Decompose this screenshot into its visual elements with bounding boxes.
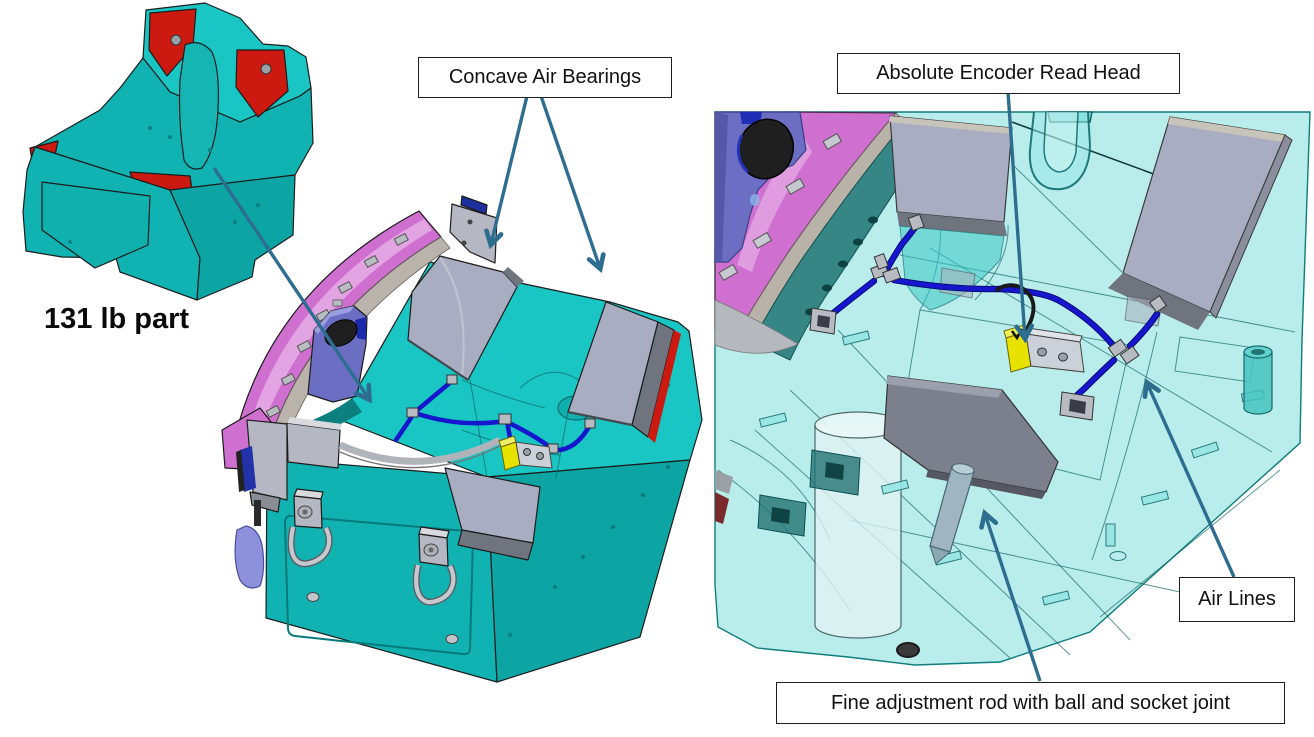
air-lines-tubing bbox=[393, 374, 596, 454]
tube-clamps bbox=[809, 307, 1095, 421]
air-bearing-pad-left bbox=[407, 255, 524, 381]
arrow-air-lines bbox=[1147, 383, 1236, 578]
interior-clamps bbox=[757, 449, 861, 537]
leader-part-to-assembly bbox=[212, 167, 369, 399]
callout-concave-air-bearings: Concave Air Bearings bbox=[418, 57, 672, 98]
callout-air-lines: Air Lines bbox=[1179, 577, 1295, 622]
zoom-pad-right bbox=[1108, 116, 1293, 330]
callout-concave-air-bearings-text: Concave Air Bearings bbox=[448, 66, 642, 88]
part-bolt-dots bbox=[68, 126, 260, 244]
encoder-read-head-small bbox=[498, 435, 553, 471]
tube-fittings bbox=[870, 213, 1168, 365]
arrow-encoder bbox=[1006, 91, 1025, 338]
assembly-figure bbox=[221, 195, 703, 683]
callout-air-lines-text: Air Lines bbox=[1198, 588, 1276, 610]
lifting-shackle-right bbox=[412, 526, 457, 606]
d-ring-handle bbox=[1028, 111, 1093, 191]
air-bearing-pad-lower bbox=[444, 467, 541, 561]
arc-bolt-studs bbox=[265, 232, 409, 419]
callout-fine-adjustment: Fine adjustment rod with ball and socket… bbox=[776, 682, 1285, 724]
fine-adjustment-rod bbox=[929, 463, 975, 565]
drain-hole bbox=[896, 642, 920, 658]
part-weight-text: 131 lb part bbox=[44, 303, 190, 335]
callout-fine-adjustment-text: Fine adjustment rod with ball and socket… bbox=[830, 691, 1231, 714]
lifting-shackle-left bbox=[287, 488, 333, 568]
arrow-concave-right bbox=[539, 95, 600, 268]
zoom-view-figure bbox=[714, 111, 1311, 666]
purple-bracket-zoom bbox=[714, 111, 807, 263]
arrow-concave-left bbox=[491, 95, 529, 244]
annotation-arrows bbox=[212, 91, 1236, 682]
teal-cap-screw bbox=[1243, 345, 1273, 415]
side-plate-stack bbox=[221, 407, 291, 589]
air-bearing-pad-right bbox=[567, 301, 681, 443]
callout-absolute-encoder-text: Absolute Encoder Read Head bbox=[876, 62, 1141, 84]
zoom-pad-top bbox=[889, 115, 1013, 236]
callout-absolute-encoder: Absolute Encoder Read Head bbox=[837, 53, 1180, 94]
interior-cylinder bbox=[814, 411, 902, 639]
isolated-part-figure bbox=[22, 2, 314, 301]
air-lines-zoom bbox=[809, 213, 1168, 421]
arrow-fine-adjustment bbox=[985, 514, 1042, 682]
part-weight-label: 131 lb part bbox=[44, 303, 189, 336]
assembly-right-face bbox=[486, 459, 691, 683]
